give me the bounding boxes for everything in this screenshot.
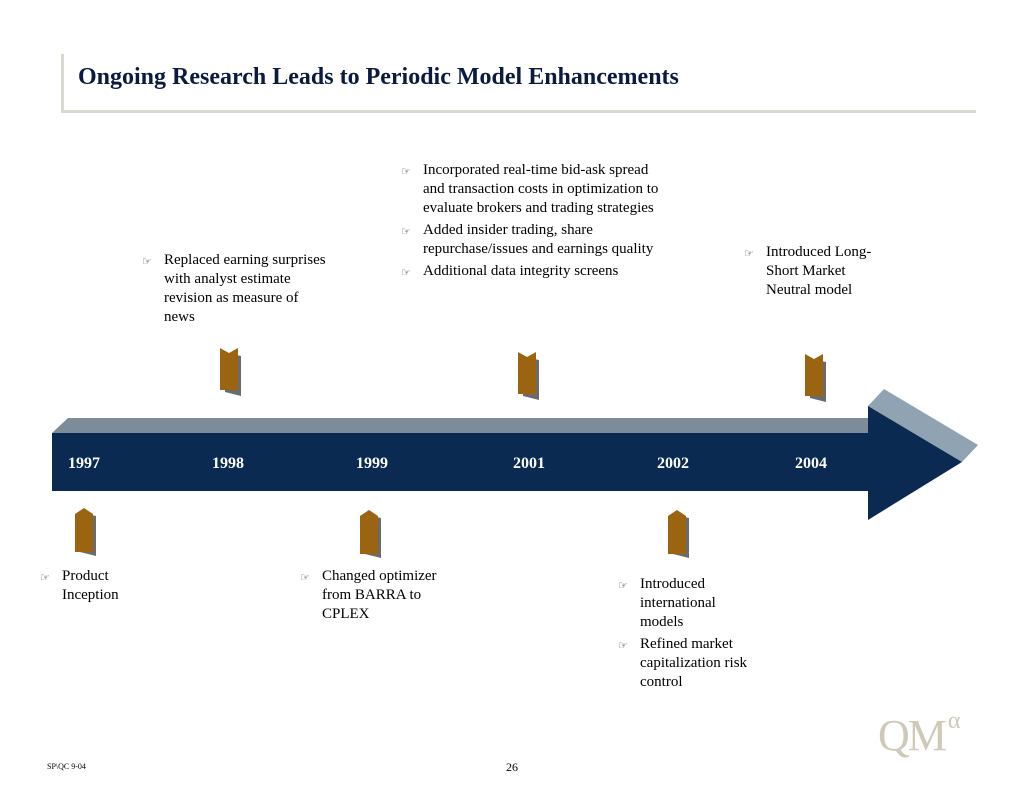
hand-pointer-icon: ☞	[300, 571, 310, 584]
hand-pointer-icon: ☞	[744, 247, 754, 260]
year-label-1998: 1998	[212, 455, 244, 472]
marker-1997	[75, 508, 96, 556]
note-2002-item-2: ☞Refined market capitalization risk cont…	[618, 636, 748, 690]
note-2001-item-2: ☞ Added insider trading, share repurchas…	[401, 222, 654, 257]
page-number: 26	[506, 760, 518, 774]
note-2001: ☞ Incorporated real-time bid-ask spread …	[401, 161, 661, 284]
hand-pointer-icon: ☞	[401, 165, 411, 178]
hand-pointer-icon: ☞	[142, 255, 152, 268]
note-2001-item-1: ☞ Incorporated real-time bid-ask spread …	[401, 162, 659, 216]
hand-pointer-icon: ☞	[401, 225, 411, 238]
hand-pointer-icon: ☞	[618, 639, 628, 652]
note-1997-item: ☞Product Inception	[40, 568, 119, 603]
note-2001-item-3: ☞ Additional data integrity screens	[401, 262, 661, 281]
hand-pointer-icon: ☞	[401, 266, 411, 279]
timeline-bar	[52, 406, 962, 520]
note-2002: ☞Introduced international models ☞Refine…	[618, 575, 753, 695]
note-1998-item: ☞ Replaced earning surprises with analys…	[142, 252, 326, 325]
footer-code: SP\QC 9-04	[47, 762, 86, 771]
year-label-2001: 2001	[513, 455, 545, 472]
note-1999-item: ☞ Changed optimizer from BARRA to CPLEX	[300, 568, 437, 622]
hand-pointer-icon: ☞	[618, 579, 628, 592]
page-title: Ongoing Research Leads to Periodic Model…	[78, 64, 679, 90]
note-2002-item-1: ☞Introduced international models	[618, 576, 716, 630]
year-label-1997: 1997	[68, 455, 100, 472]
marker-2002	[668, 510, 689, 558]
note-1999: ☞ Changed optimizer from BARRA to CPLEX	[300, 567, 465, 627]
note-2004-item: ☞Introduced Long-Short Market Neutral mo…	[744, 244, 872, 298]
marker-1999	[360, 510, 381, 558]
marker-2001	[518, 352, 539, 400]
note-1998: ☞ Replaced earning surprises with analys…	[142, 251, 332, 330]
marker-1998	[220, 348, 241, 396]
year-label-2002: 2002	[657, 455, 689, 472]
note-2004: ☞Introduced Long-Short Market Neutral mo…	[744, 243, 874, 303]
year-label-1999: 1999	[356, 455, 388, 472]
title-bar: Ongoing Research Leads to Periodic Model…	[61, 54, 976, 113]
timeline-bar-top	[52, 418, 868, 433]
marker-2004	[805, 354, 826, 402]
timeline-arrow-face	[868, 389, 978, 462]
year-label-2004: 2004	[795, 455, 827, 472]
hand-pointer-icon: ☞	[40, 571, 50, 584]
note-1997: ☞Product Inception	[40, 567, 140, 608]
